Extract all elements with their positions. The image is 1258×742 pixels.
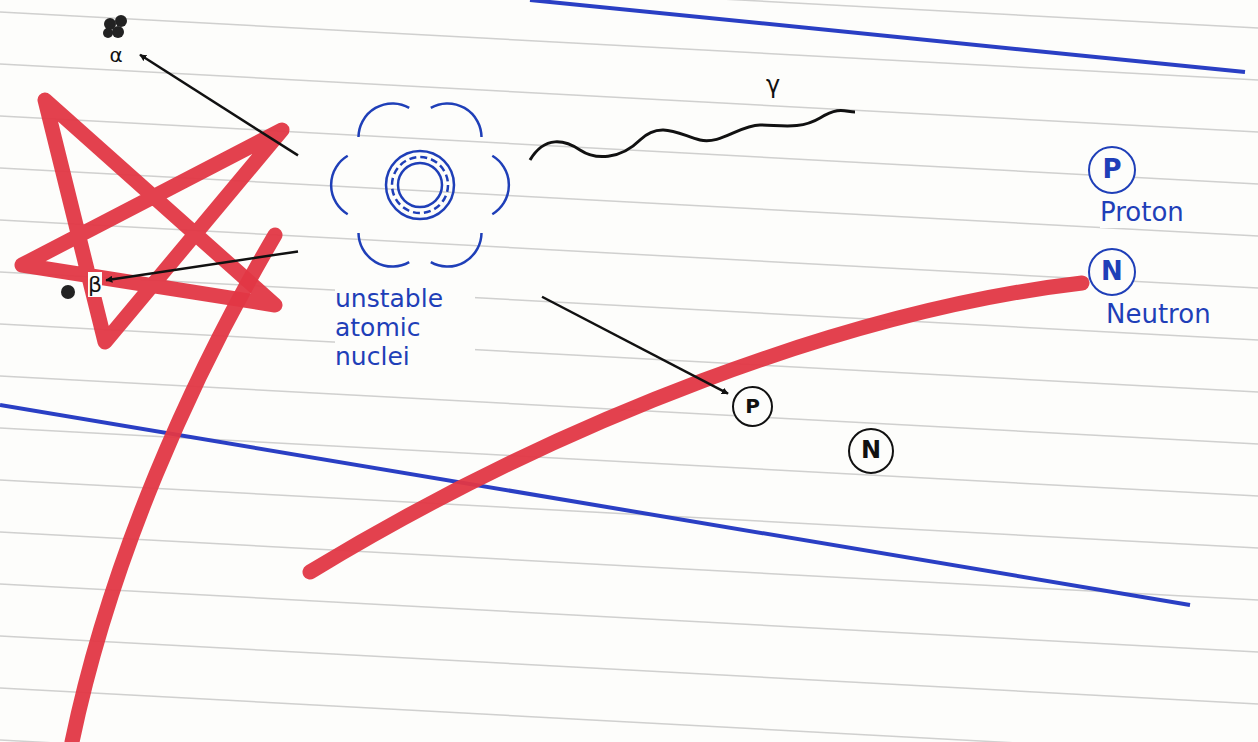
nucleus-petal: [431, 103, 482, 137]
red-curve: [72, 235, 275, 742]
nucleus-petal: [431, 233, 482, 267]
proton-node: P Proton: [1088, 146, 1184, 228]
alpha-blob: [103, 28, 113, 38]
ruled-line: [0, 636, 1258, 704]
ruled-line: [0, 64, 1258, 132]
ruled-line: [0, 0, 1258, 28]
alpha-blob: [112, 26, 124, 38]
nucleus-petal: [331, 156, 348, 214]
gamma-wave: [530, 111, 855, 161]
particle-letter: N: [1088, 248, 1136, 296]
ruled-line: [0, 584, 1258, 652]
nucleus-petal: [359, 103, 410, 137]
emission-arrow: [106, 251, 298, 280]
gamma-label: γ: [766, 72, 780, 98]
particle-name: α: [109, 44, 122, 67]
ruled-line: [0, 480, 1258, 548]
blue-rule: [530, 0, 1245, 72]
neutron-node: N Neutron: [1088, 248, 1211, 330]
red-curve: [310, 283, 1082, 572]
beta-dot: [61, 285, 75, 299]
particle-letter: N: [848, 428, 894, 474]
alpha-particle: [103, 15, 127, 38]
nucleus-ring: [398, 163, 442, 207]
emission-arrow: [542, 297, 728, 394]
nucleus-ring: [386, 151, 454, 219]
red-scribbles: [22, 100, 1082, 742]
nucleus-petal: [359, 233, 410, 267]
particle-name: Proton: [1100, 198, 1184, 228]
ruled-line: [0, 12, 1258, 80]
beta-particle: β: [50, 272, 102, 297]
particle-letter: P: [1088, 146, 1136, 194]
particle-letter: P: [732, 386, 773, 427]
ruled-line: [0, 740, 1258, 742]
ruled-line: [0, 688, 1258, 742]
particle-name: unstable atomic nuclei: [335, 285, 475, 371]
emission-arrow: [140, 55, 298, 156]
alpha-particle: α: [96, 12, 136, 67]
proton-circle: P: [732, 386, 773, 427]
nucleus-ring: [392, 157, 448, 213]
neutron-circle: N: [848, 428, 894, 474]
nucleus-petal: [492, 156, 509, 214]
ruled-line: [0, 324, 1258, 392]
nucleus-node: unstable atomic nuclei: [300, 95, 540, 371]
ruled-line: [0, 532, 1258, 600]
nucleus-drawing: [331, 103, 509, 266]
alpha-blob: [115, 15, 127, 27]
particle-name: β: [88, 272, 102, 297]
particle-name: Neutron: [1106, 300, 1211, 330]
